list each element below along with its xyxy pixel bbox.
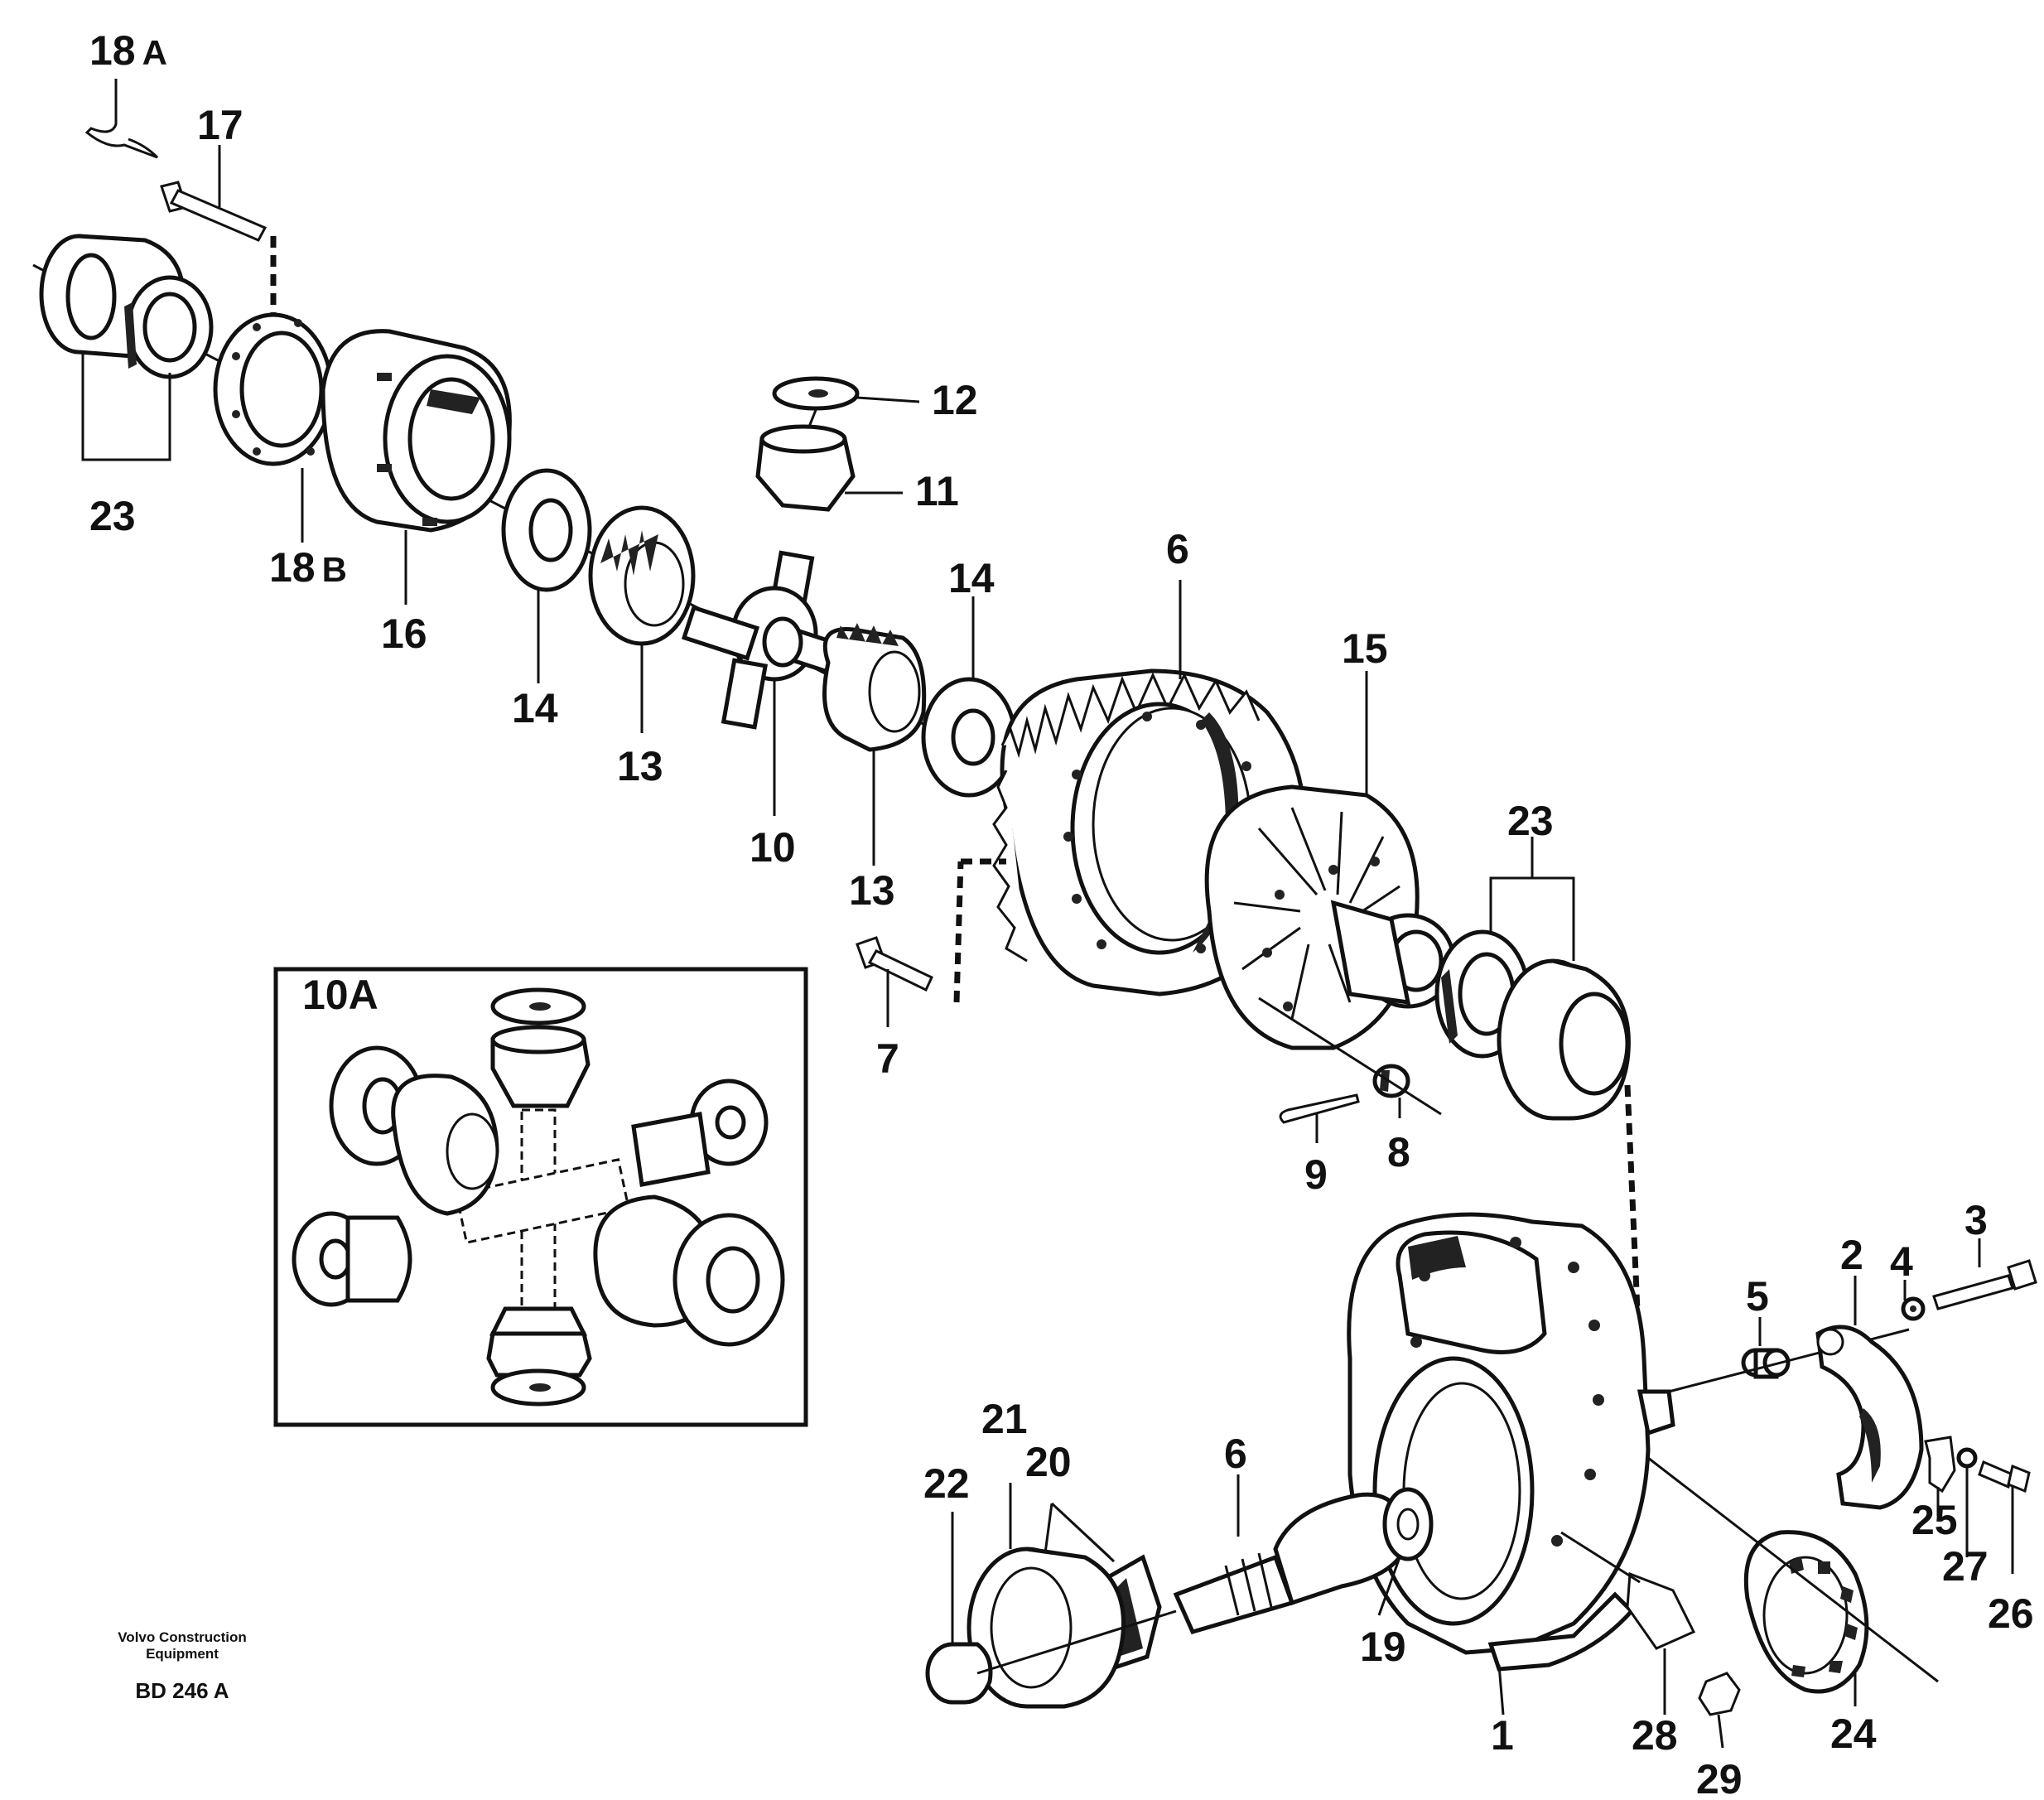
part-2-bearing-cap (1815, 1276, 1924, 1510)
part-6-pinion-shaft (1173, 1474, 1434, 1635)
callout-7: 7 (876, 1035, 899, 1082)
callout-20: 20 (1025, 1439, 1072, 1485)
callout-5: 5 (1746, 1273, 1769, 1320)
callout-22: 22 (923, 1460, 970, 1507)
leader-19 (1377, 1556, 1401, 1616)
part-14-right-washer (921, 596, 1017, 798)
part-29-nut (1698, 1672, 1741, 1749)
part-22-spacer (925, 1512, 993, 1705)
callout-21: 21 (981, 1396, 1028, 1442)
part-23-right-bearing (1434, 837, 1631, 1121)
callout-3: 3 (1964, 1197, 1988, 1243)
callout-8: 8 (1387, 1129, 1410, 1175)
inset-10a (273, 967, 808, 1427)
callout-6-top: 6 (1166, 526, 1189, 572)
callout-13-left: 13 (617, 743, 663, 789)
part-4-washer (1901, 1280, 1926, 1321)
part-3-bolt (1932, 1238, 2037, 1310)
callout-1: 1 (1491, 1712, 1514, 1759)
part-23-left-bearing (39, 234, 214, 461)
part-13-right-side-gear (822, 623, 927, 866)
part-15-case-flange (1204, 671, 1456, 1050)
callout-2: 2 (1840, 1232, 1863, 1278)
callout-14-right: 14 (948, 555, 995, 601)
footer-brand-line2: Equipment (146, 1646, 219, 1662)
part-28-stud (1560, 1531, 1696, 1715)
callout-25: 25 (1911, 1497, 1958, 1543)
callout-15: 15 (1342, 625, 1388, 672)
part-11-pinion-gear (755, 424, 903, 512)
callout-29: 29 (1696, 1756, 1743, 1800)
part-10-spider (681, 550, 847, 816)
inset-title: 10A (302, 972, 378, 1018)
part-9-cotter-pin (1279, 1093, 1360, 1143)
footer-brand-line1: Volvo Construction (118, 1629, 247, 1645)
footer-drawing-code: BD 246 A (135, 1678, 229, 1703)
pinion-axis-line (976, 1609, 1177, 1675)
callout-11: 11 (915, 468, 959, 514)
callout-12: 12 (932, 377, 978, 423)
part-14-left-washer (501, 468, 592, 683)
part-7-bolt (856, 936, 933, 1027)
part-12-washer (772, 376, 920, 432)
part-24-adjusting-ring (1647, 1456, 1939, 1706)
part-13-left-side-gear (588, 505, 696, 733)
callout-23-right: 23 (1507, 798, 1554, 844)
callout-4: 4 (1890, 1238, 1913, 1285)
callout-28: 28 (1632, 1712, 1678, 1759)
callout-14-left: 14 (512, 685, 558, 731)
callout-23-left: 23 (89, 493, 136, 539)
callout-27: 27 (1942, 1543, 1989, 1590)
dash-7-to-ring (953, 861, 964, 1003)
callout-17: 17 (197, 102, 243, 148)
part-26-bolt (1978, 1460, 2031, 1574)
callout-26: 26 (1988, 1590, 2034, 1637)
part-5-bushing (1668, 1317, 1910, 1393)
callout-6-bottom: 6 (1224, 1431, 1247, 1477)
callout-19: 19 (1360, 1624, 1406, 1670)
part-18b-ring (213, 312, 334, 543)
callout-13-right: 13 (849, 867, 895, 914)
callout-9: 9 (1304, 1151, 1328, 1198)
callout-10: 10 (750, 824, 796, 871)
part-27-washer (1956, 1447, 1978, 1557)
part-25-lock-plate (1924, 1436, 1956, 1516)
callout-24: 24 (1830, 1711, 1877, 1757)
part-18a-clip (84, 79, 159, 159)
part-16-case (321, 329, 512, 605)
callout-16: 16 (381, 610, 427, 657)
part-8-castle-nut (1258, 997, 1442, 1118)
part-17-bolt (160, 145, 268, 242)
